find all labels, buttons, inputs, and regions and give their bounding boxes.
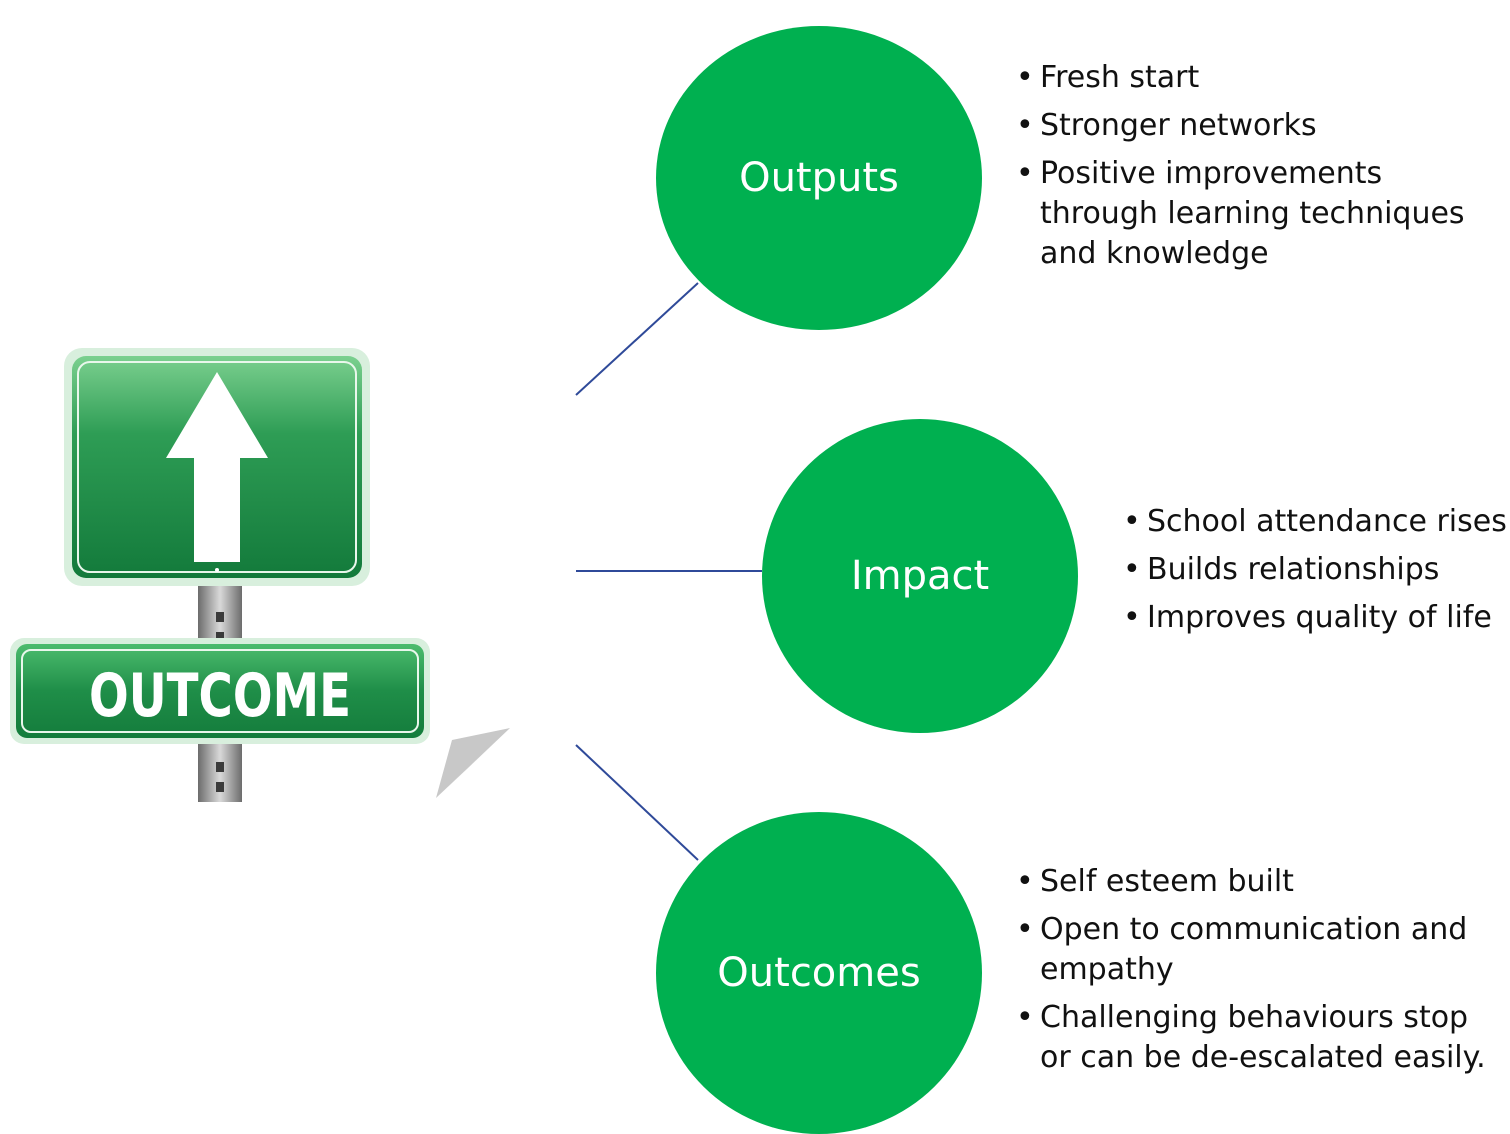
outcomes-label: Outcomes xyxy=(717,950,921,996)
sign-text: OUTCOME xyxy=(89,661,351,731)
list-item: Stronger networks xyxy=(1014,106,1484,146)
sign-post-hole xyxy=(216,612,224,622)
list-item: Fresh start xyxy=(1014,58,1484,98)
impact-bullet-list: School attendance rises Builds relations… xyxy=(1121,502,1510,646)
impact-label: Impact xyxy=(850,553,990,599)
outputs-bullet-list: Fresh start Stronger networks Positive i… xyxy=(1014,58,1484,282)
list-item: Challenging behaviours stop or can be de… xyxy=(1014,998,1494,1078)
outputs-circle: Outputs xyxy=(656,26,982,330)
list-item: Positive improvements through learning t… xyxy=(1014,154,1484,274)
list-item: Open to communication and empathy xyxy=(1014,910,1494,990)
connector-outcomes xyxy=(575,744,699,861)
outcome-road-sign: OUTCOME xyxy=(10,348,430,802)
list-item: Self esteem built xyxy=(1014,862,1494,902)
grey-triangle-shape xyxy=(436,728,510,798)
impact-circle: Impact xyxy=(762,419,1078,733)
connector-outputs xyxy=(575,282,699,396)
up-arrow-icon xyxy=(166,372,268,562)
outputs-label: Outputs xyxy=(739,155,899,201)
list-item: School attendance rises xyxy=(1121,502,1510,542)
sign-post-hole xyxy=(216,762,224,772)
sign-post-hole xyxy=(216,632,224,642)
list-item: Builds relationships xyxy=(1121,550,1510,590)
sign-post-hole xyxy=(216,782,224,792)
list-item: Improves quality of life xyxy=(1121,598,1510,638)
outcomes-circle: Outcomes xyxy=(656,812,982,1134)
outcomes-bullet-list: Self esteem built Open to communication … xyxy=(1014,862,1494,1086)
